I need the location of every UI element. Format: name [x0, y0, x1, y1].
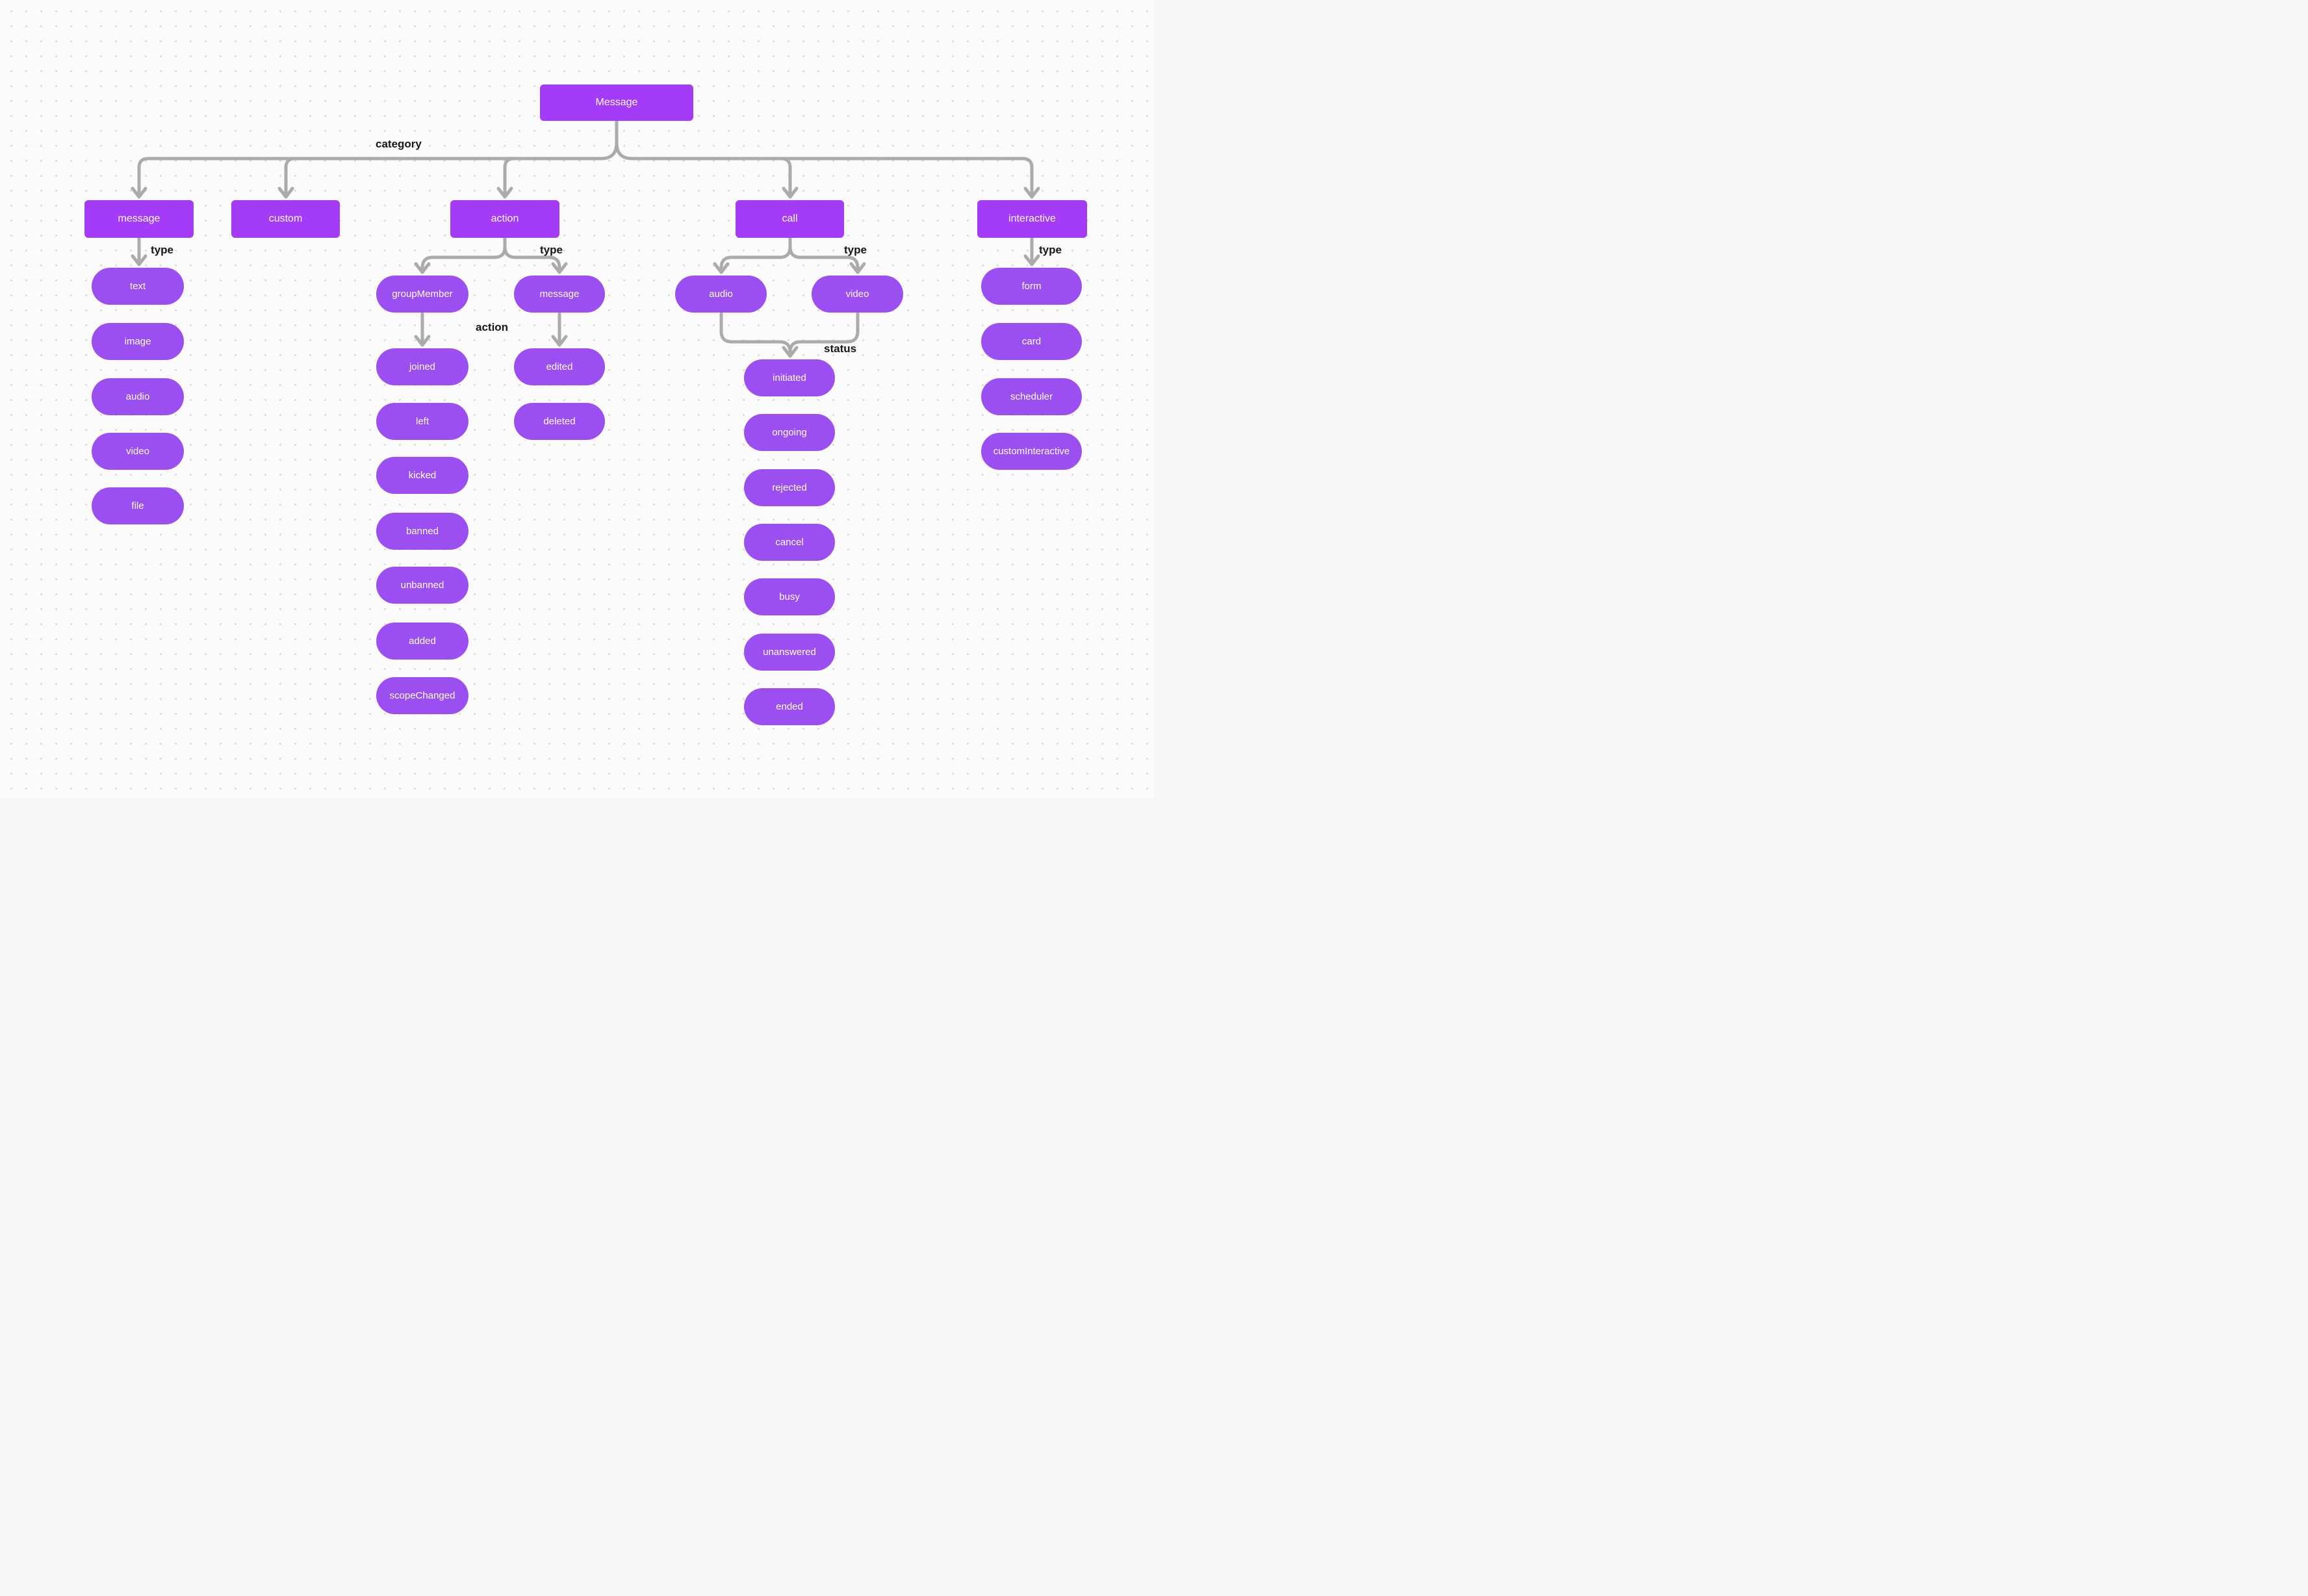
node-groupmember-scopechanged[interactable]: scopeChanged	[376, 677, 468, 714]
node-status-ended[interactable]: ended	[744, 688, 835, 725]
node-category-call[interactable]: call	[736, 200, 844, 238]
edge-label-status: status	[824, 342, 857, 355]
arrowhead-groupmember	[414, 262, 431, 274]
node-root-message[interactable]: Message	[540, 84, 693, 121]
node-message-deleted[interactable]: deleted	[514, 403, 605, 440]
node-status-busy[interactable]: busy	[744, 578, 835, 615]
arrowhead-form	[1023, 254, 1040, 266]
edge-label-type-call: type	[844, 244, 867, 256]
node-interactive-form[interactable]: form	[981, 268, 1082, 305]
arrowhead-video	[849, 262, 866, 274]
arrowhead-message-pill	[551, 262, 568, 274]
node-groupmember-added[interactable]: added	[376, 623, 468, 660]
edge-label-type-message: type	[151, 244, 173, 256]
node-status-unanswered[interactable]: unanswered	[744, 634, 835, 671]
arrowhead-initiated	[782, 346, 799, 358]
arrowhead-interactive	[1023, 187, 1040, 199]
edge-video-to-initiated	[788, 312, 860, 355]
node-interactive-scheduler[interactable]: scheduler	[981, 378, 1082, 415]
node-category-action[interactable]: action	[450, 200, 559, 238]
node-category-message[interactable]: message	[84, 200, 194, 238]
arrowhead-audio	[713, 262, 730, 274]
node-action-groupmember[interactable]: groupMember	[376, 276, 468, 313]
node-groupmember-kicked[interactable]: kicked	[376, 457, 468, 494]
node-type-text[interactable]: text	[92, 268, 184, 305]
node-call-audio[interactable]: audio	[675, 276, 767, 313]
edge-label-category: category	[376, 138, 422, 150]
arrowhead-custom	[277, 187, 294, 199]
node-groupmember-left[interactable]: left	[376, 403, 468, 440]
node-status-initiated[interactable]: initiated	[744, 359, 835, 396]
arrowhead-message	[131, 187, 147, 199]
edge-label-type-action: type	[540, 244, 563, 256]
node-status-cancel[interactable]: cancel	[744, 524, 835, 561]
edge-call-to-audio	[719, 236, 792, 271]
node-category-custom[interactable]: custom	[231, 200, 340, 238]
node-interactive-custominteractive[interactable]: customInteractive	[981, 433, 1082, 470]
node-groupmember-banned[interactable]: banned	[376, 513, 468, 550]
node-message-edited[interactable]: edited	[514, 348, 605, 385]
edge-trunk-to-custom	[284, 157, 297, 196]
edge-audio-to-initiated	[719, 312, 792, 355]
node-category-interactive[interactable]: interactive	[977, 200, 1087, 238]
node-status-ongoing[interactable]: ongoing	[744, 414, 835, 451]
node-groupmember-joined[interactable]: joined	[376, 348, 468, 385]
node-type-video[interactable]: video	[92, 433, 184, 470]
edge-action-to-message-pill	[503, 236, 561, 271]
edge-call-to-video	[788, 236, 860, 271]
edge-root-to-interactive	[615, 119, 1034, 196]
edge-action-to-groupmember	[420, 236, 507, 271]
edge-label-action: action	[476, 321, 509, 333]
node-type-file[interactable]: file	[92, 487, 184, 524]
node-status-rejected[interactable]: rejected	[744, 469, 835, 506]
arrowhead-edited	[551, 335, 568, 347]
node-action-message[interactable]: message	[514, 276, 605, 313]
node-type-image[interactable]: image	[92, 323, 184, 360]
diagram-canvas: category type type type type action stat…	[0, 0, 1154, 798]
node-interactive-card[interactable]: card	[981, 323, 1082, 360]
node-groupmember-unbanned[interactable]: unbanned	[376, 567, 468, 604]
arrowhead-text	[131, 254, 147, 266]
node-type-audio[interactable]: audio	[92, 378, 184, 415]
edge-trunk-to-call	[779, 157, 792, 196]
edge-label-type-interactive: type	[1039, 244, 1062, 256]
edge-trunk-to-action	[503, 157, 516, 196]
edge-root-to-message	[137, 119, 619, 196]
connector-lines	[131, 119, 1040, 358]
arrowhead-joined	[414, 335, 431, 347]
arrowhead-call	[782, 187, 799, 199]
arrowhead-action	[496, 187, 513, 199]
node-call-video[interactable]: video	[812, 276, 903, 313]
